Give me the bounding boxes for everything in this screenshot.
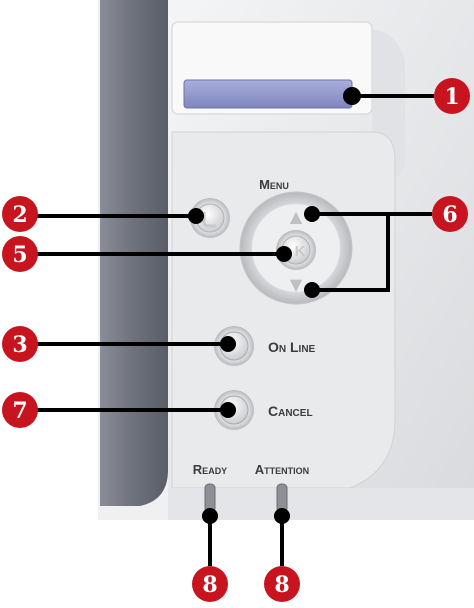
attention-label: Attention <box>255 462 309 477</box>
svg-text:1: 1 <box>444 84 459 110</box>
callout-cancel-button: 7 <box>2 392 38 428</box>
menu-up-button[interactable]: ▲ <box>290 207 303 226</box>
svg-text:8: 8 <box>202 572 217 598</box>
menu-label: Menu <box>259 177 289 192</box>
callout-online-button: 3 <box>2 326 38 362</box>
display-window <box>184 80 352 108</box>
svg-text:6: 6 <box>442 202 457 228</box>
callout-back-button: 2 <box>2 196 38 232</box>
callout-display: 1 <box>434 78 470 114</box>
svg-text:3: 3 <box>12 332 27 358</box>
callout-enter-button: 5 <box>2 236 38 272</box>
callout-attention-led: 8 <box>264 566 300 602</box>
svg-text:8: 8 <box>274 572 289 598</box>
triangle-down-icon: ▼ <box>290 275 303 294</box>
cancel-label: Cancel <box>268 403 313 419</box>
menu-down-button[interactable]: ▼ <box>290 275 303 294</box>
callout-menu-arrows: 6 <box>432 196 468 232</box>
svg-text:2: 2 <box>12 202 27 228</box>
attention-led <box>277 484 287 512</box>
svg-text:7: 7 <box>12 398 27 424</box>
ready-led <box>205 484 215 512</box>
svg-text:5: 5 <box>12 242 27 268</box>
online-label: On Line <box>268 339 316 355</box>
enter-icon: K <box>295 243 306 260</box>
callout-ready-led: 8 <box>192 566 228 602</box>
ready-label: Ready <box>193 462 227 477</box>
triangle-up-icon: ▲ <box>290 207 303 226</box>
